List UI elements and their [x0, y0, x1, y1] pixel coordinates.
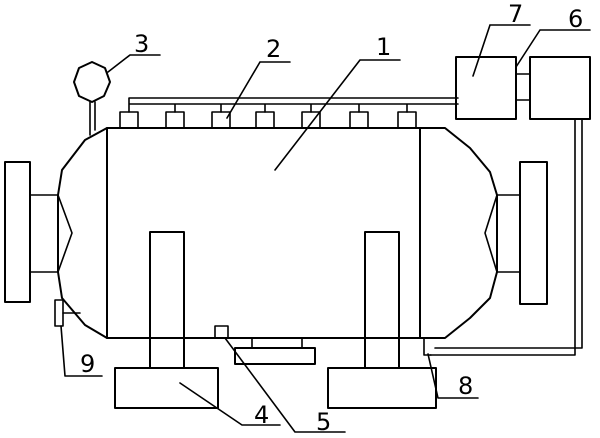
box-6	[529, 56, 591, 120]
sensor	[165, 111, 185, 129]
leader-5	[224, 337, 346, 433]
pressure-gauge	[73, 61, 111, 103]
gauge-stem	[89, 101, 96, 136]
left-saddle	[114, 231, 219, 409]
bottom-block	[234, 347, 316, 365]
right-head	[419, 127, 498, 339]
right-head-seam	[484, 194, 498, 273]
right-saddle-base	[327, 367, 437, 409]
leader-4	[179, 382, 281, 426]
bottom-plate	[251, 337, 303, 349]
label-1: 1	[376, 33, 391, 61]
box-link	[515, 73, 531, 101]
sensor	[211, 111, 231, 129]
label-7: 7	[508, 0, 523, 28]
right-saddle-column	[364, 231, 400, 369]
leader-3	[107, 54, 161, 73]
sensor	[255, 111, 275, 129]
leader-9	[60, 325, 103, 377]
sensor	[119, 111, 139, 129]
port-8	[423, 337, 432, 356]
leader-6	[515, 29, 591, 68]
right-flange	[519, 161, 548, 305]
leader-7	[472, 24, 531, 77]
bottom-outlet	[214, 325, 229, 339]
right-flange-neck	[496, 194, 521, 273]
sensor	[397, 111, 417, 129]
label-9: 9	[80, 350, 95, 378]
leader-8	[427, 353, 479, 399]
valve-9	[54, 299, 64, 327]
top-sensors	[119, 111, 417, 129]
label-8: 8	[458, 372, 473, 400]
left-flange	[4, 161, 31, 303]
sensor	[349, 111, 369, 129]
left-head	[57, 127, 108, 339]
box-7	[455, 56, 517, 120]
sensor-bus	[128, 97, 459, 113]
left-head-seam	[57, 194, 73, 273]
label-6: 6	[568, 5, 583, 33]
leader-2	[226, 61, 291, 119]
left-saddle-column	[149, 231, 185, 369]
label-4: 4	[254, 401, 269, 429]
label-5: 5	[316, 408, 331, 436]
left-flange-neck	[29, 194, 59, 273]
cable	[429, 118, 583, 356]
label-3: 3	[134, 30, 149, 58]
left-saddle-base	[114, 367, 219, 409]
leader-1	[274, 59, 401, 171]
label-2: 2	[266, 35, 281, 63]
